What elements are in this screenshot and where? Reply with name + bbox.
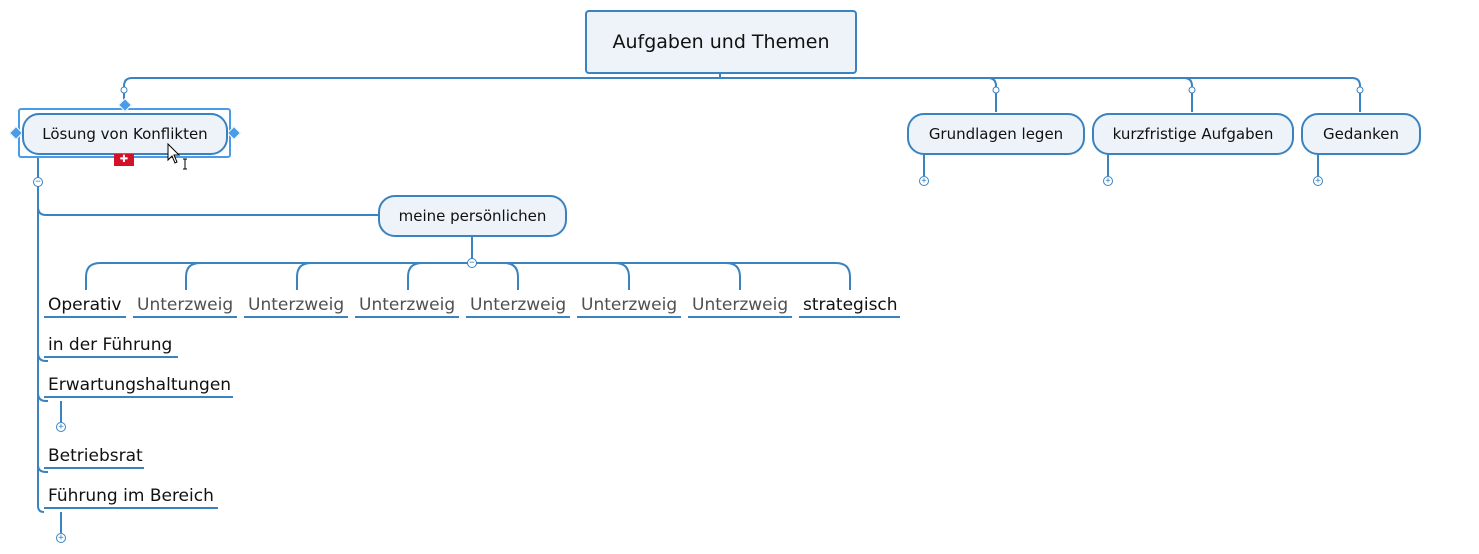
main-topic-kurzfristig[interactable]: kurzfristige Aufgaben bbox=[1092, 113, 1294, 155]
expand-toggle[interactable]: + bbox=[56, 422, 66, 432]
branch-unterzweig[interactable]: Unterzweig bbox=[577, 294, 681, 318]
mouse-pointer-icon bbox=[167, 143, 187, 170]
central-topic[interactable]: Aufgaben und Themen bbox=[585, 10, 857, 74]
right-resize-handle[interactable] bbox=[226, 125, 242, 141]
branch-unterzweig[interactable]: Unterzweig bbox=[688, 294, 792, 318]
expand-toggle[interactable]: + bbox=[919, 176, 929, 186]
branch-operativ[interactable]: Operativ bbox=[44, 294, 126, 318]
left-resize-handle[interactable] bbox=[8, 125, 24, 141]
item-in-der-fuehrung[interactable]: in der Führung bbox=[44, 334, 178, 358]
expand-toggle[interactable]: + bbox=[56, 533, 66, 543]
branch-strategisch[interactable]: strategisch bbox=[799, 294, 900, 318]
main-topic-label: Grundlagen legen bbox=[928, 125, 1064, 143]
main-topic-grundlagen[interactable]: Grundlagen legen bbox=[907, 113, 1085, 155]
branch-unterzweig[interactable]: Unterzweig bbox=[466, 294, 570, 318]
item-fuehrung-im-bereich[interactable]: Führung im Bereich bbox=[44, 485, 218, 509]
expand-toggle[interactable]: + bbox=[1103, 176, 1113, 186]
branch-unterzweig[interactable]: Unterzweig bbox=[355, 294, 459, 318]
expand-toggle[interactable]: + bbox=[1313, 176, 1323, 186]
main-topic-label: Gedanken bbox=[1323, 125, 1399, 143]
flag-icon: ✚ bbox=[114, 154, 134, 166]
main-topic-label: kurzfristige Aufgaben bbox=[1112, 125, 1274, 143]
main-topic-konflikte[interactable]: Lösung von Konflikten bbox=[22, 113, 228, 155]
subtopic-meine-persoenlichen[interactable]: meine persönlichen bbox=[378, 195, 567, 237]
item-erwartungshaltungen[interactable]: Erwartungshaltungen bbox=[44, 374, 233, 398]
top-resize-handle[interactable] bbox=[117, 97, 133, 113]
central-topic-label: Aufgaben und Themen bbox=[612, 31, 830, 53]
branch-unterzweig[interactable]: Unterzweig bbox=[133, 294, 237, 318]
subtopic-label: meine persönlichen bbox=[398, 207, 547, 225]
item-betriebsrat[interactable]: Betriebsrat bbox=[44, 445, 144, 469]
branch-unterzweig[interactable]: Unterzweig bbox=[244, 294, 348, 318]
main-topic-gedanken[interactable]: Gedanken bbox=[1301, 113, 1421, 155]
main-topic-label: Lösung von Konflikten bbox=[42, 125, 208, 143]
collapse-toggle[interactable]: − bbox=[467, 258, 477, 268]
collapse-toggle[interactable]: − bbox=[33, 177, 43, 187]
